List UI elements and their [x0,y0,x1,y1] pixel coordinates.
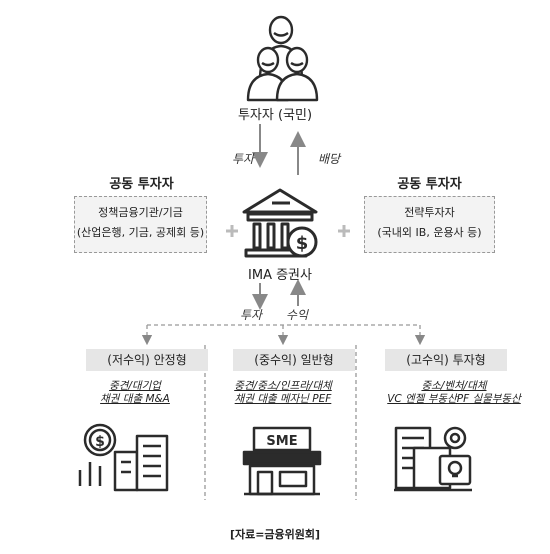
sme-sign: SME [266,434,297,449]
plus-icon-right [338,225,350,237]
sme-store-icon [242,426,322,496]
plus-icon-left [226,225,238,237]
co-investor-right-box: 전략투자자 (국내외 IB, 운용사 등) [364,196,495,253]
category-stable-desc-line2: 채권 대출 M&A [100,393,170,405]
dollar-glyph-icon: $ [296,233,309,254]
co-investor-right-line1: 전략투자자 [404,206,455,219]
category-general-desc: 중견/중소/인프라/대체 채권 대출 메자닌 PEF [212,380,354,406]
category-invest-label: (고수익) 투자형 [385,349,507,371]
bank-building-icon [242,188,318,258]
co-investor-left-box: 정책금융기관/기금 (산업은행, 기금, 공제회 등) [74,196,207,253]
category-invest-desc-line1: 중소/벤처/대체 [421,380,487,392]
co-investor-left-line1: 정책금융기관/기금 [98,206,183,219]
startup-office-icon [394,426,472,492]
flow-label-invest: 투자 [232,152,255,166]
city-dollar-glyph-icon: $ [95,434,105,450]
category-stable-desc-line1: 중견/대기업 [109,380,161,392]
people-group-icon [246,15,319,102]
co-investor-right-title: 공동 투자자 [397,177,462,192]
distribution-lines [141,324,426,500]
co-investor-right-line2: (국내외 IB, 운용사 등) [377,226,482,239]
category-stable-desc: 중견/대기업 채권 대출 M&A [70,380,200,406]
category-general-desc-line1: 중견/중소/인프라/대체 [234,380,332,392]
ima-securities-label: IMA 증권사 [248,268,312,283]
co-investor-left-line2: (산업은행, 기금, 공제회 등) [76,226,205,239]
category-general-desc-line2: 채권 대출 메자닌 PEF [234,393,332,405]
source-label: [자료=금융위원회] [229,528,321,541]
category-invest-desc: 중소/벤처/대체 VC 엔젤 부동산PF 실물부동산 [360,380,548,406]
investor-label: 투자자 (국민) [237,108,313,123]
flow-label-dividend: 배당 [318,152,341,166]
city-money-icon [78,423,169,492]
flow-label-return: 수익 [286,308,309,322]
flow-label-invest-2: 투자 [240,308,263,322]
category-general-label: (중수익) 일반형 [233,349,355,371]
category-invest-desc-line2: VC 엔젤 부동산PF 실물부동산 [387,393,521,405]
category-stable-label: (저수익) 안정형 [86,349,208,371]
co-investor-left-title: 공동 투자자 [109,177,174,192]
